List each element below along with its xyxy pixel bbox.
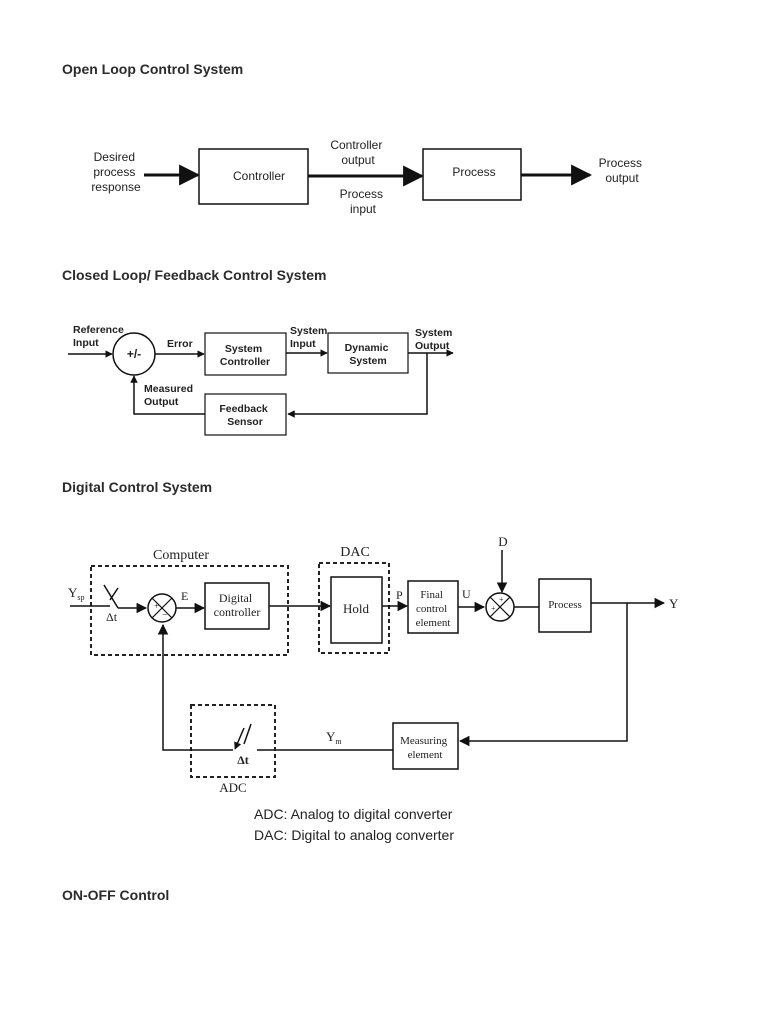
dg-dist-plus-left: + <box>491 604 496 613</box>
dg-process-label: Process <box>548 599 582 611</box>
cl-system-controller-box <box>204 332 287 376</box>
dg-ym-label: Ym <box>326 729 342 746</box>
dg-digital-controller-label: Digital controller <box>214 591 261 619</box>
dg-adc-label: ADC <box>219 780 246 795</box>
dg-sampler-switch-icon <box>103 584 119 609</box>
dg-measuring-label: Measuring element <box>400 735 450 761</box>
ol-controller-label: Controller <box>233 169 285 183</box>
dg-dac-box <box>318 562 390 654</box>
dg-digital-controller-box <box>204 582 270 630</box>
dg-u-label: U <box>462 587 471 601</box>
heading-open-loop: Open Loop Control System <box>62 61 244 77</box>
dg-sampler-dt-label: Δt <box>106 610 118 624</box>
closed-loop-diagram: Reference Input +/- Error System Control… <box>68 324 455 436</box>
dg-ysp-label: Ysp <box>68 585 85 602</box>
dg-adc-box <box>190 704 276 778</box>
cl-measured-line <box>130 375 205 415</box>
dg-y-label: Y <box>669 596 679 611</box>
dg-d-label: D <box>498 534 507 549</box>
cl-system-input-label: System Input <box>290 325 330 350</box>
cl-feedback-sensor-box <box>204 393 287 436</box>
dg-summer-plus: + <box>154 601 159 611</box>
dg-dac-label: DAC <box>340 545 370 560</box>
dg-feedback-line <box>458 603 628 747</box>
ol-process-input-label: Process input <box>340 187 387 216</box>
dg-hold-label: Hold <box>343 601 370 616</box>
dg-sampler-switch-tick <box>109 587 119 601</box>
dg-computer-label: Computer <box>153 548 209 563</box>
digital-diagram: Computer Ysp Δt + − E Digital controller… <box>68 534 679 843</box>
dg-summer-minus: − <box>162 610 168 621</box>
cl-summer-label: +/- <box>127 347 141 361</box>
cl-reference-input-label: Reference Input <box>73 324 127 349</box>
dg-computer-box <box>90 565 289 656</box>
dg-e-label: E <box>181 589 188 603</box>
cl-feedback-sensor-label: Feedback Sensor <box>219 403 270 428</box>
dg-adc-switch-icon <box>243 723 252 745</box>
dg-measuring-box <box>392 722 459 770</box>
dg-process-box <box>538 578 592 633</box>
ol-controller-output-label: Controller output <box>330 138 385 167</box>
dg-summer-cross-b <box>151 597 173 619</box>
open-loop-diagram: Desired process response Controller Cont… <box>91 138 646 216</box>
cl-system-controller-label: System Controller <box>220 343 270 368</box>
dg-legend: ADC: Analog to digital converter DAC: Di… <box>254 806 456 843</box>
dg-feedback-to-summer <box>157 623 233 751</box>
dg-dist-cross-b <box>489 596 511 618</box>
cl-feedback-line <box>287 353 428 418</box>
cl-measured-output-label: Measured Output <box>144 383 196 408</box>
cl-system-output-label: System Output <box>415 327 455 352</box>
dg-final-control-label: Final control element <box>416 589 451 629</box>
ol-process-output-label: Process output <box>599 156 646 185</box>
cl-dynamic-system-box <box>327 332 409 374</box>
cl-error-label: Error <box>167 338 193 350</box>
heading-digital: Digital Control System <box>62 479 213 495</box>
ol-process-label: Process <box>452 165 495 179</box>
dg-adc-switch-arm <box>234 727 245 750</box>
heading-on-off: ON-OFF Control <box>62 887 170 903</box>
heading-closed-loop: Closed Loop/ Feedback Control System <box>62 267 327 283</box>
dg-p-label: P <box>396 588 403 602</box>
dg-hold-box <box>330 576 383 644</box>
dg-dist-plus-top: + <box>499 595 504 604</box>
ol-input-label: Desired process response <box>91 150 141 194</box>
cl-dynamic-system-label: Dynamic System <box>345 342 392 367</box>
dg-adc-dt-label: Δt <box>237 753 249 767</box>
